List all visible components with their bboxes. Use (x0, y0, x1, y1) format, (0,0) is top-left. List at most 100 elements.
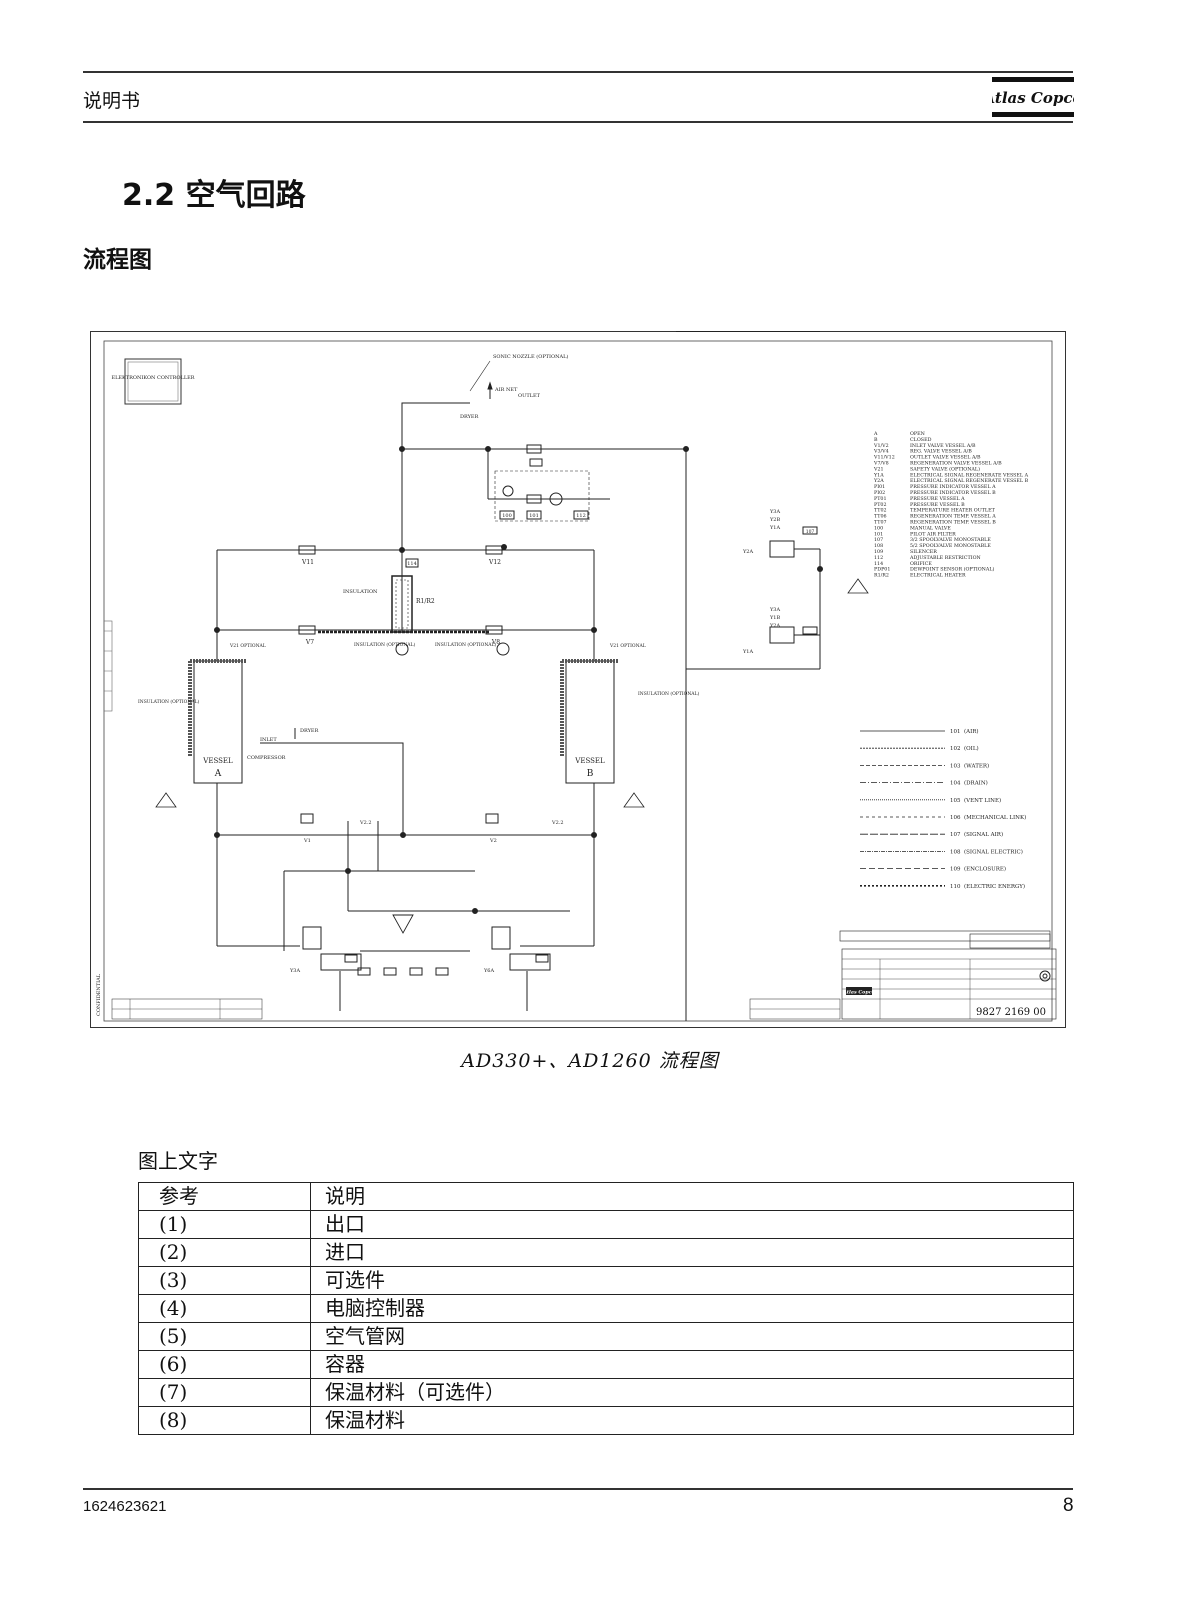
line-type-code: 101 (950, 729, 961, 735)
header-rule-top (83, 71, 1073, 73)
table-row: (2)进口 (138, 1238, 1074, 1267)
svg-text:INSULATION (OPTIONAL): INSULATION (OPTIONAL) (354, 641, 416, 648)
outlet-label: OUTLET (518, 393, 541, 399)
svg-text:100: 100 (502, 513, 512, 519)
legend-code: 109 (874, 549, 883, 555)
line-type-code: 104 (950, 781, 961, 787)
legend-code: V21 (873, 466, 884, 472)
header-doc-label: 说明书 (83, 90, 141, 112)
svg-text:V2.2: V2.2 (551, 820, 564, 826)
legend-description: OUTLET VALVE VESSEL A/B (910, 455, 981, 461)
legend-code: 101 (874, 531, 883, 537)
svg-text:INSULATION (OPTIONAL): INSULATION (OPTIONAL) (138, 698, 200, 705)
legend-description: 5/2 SPOOLVALVE MONOSTABLE (910, 543, 991, 549)
flow-diagram: ELEKTRONIKON CONTROLLER SONIC NOZZLE (OP… (90, 331, 1066, 1028)
table-header-ref: 参考 (138, 1182, 311, 1211)
svg-text:112: 112 (576, 513, 586, 519)
table-cell-ref: (4) (138, 1294, 311, 1323)
svg-text:114: 114 (407, 561, 417, 567)
legend-description: TEMPERATURE HEATER OUTLET (910, 508, 996, 514)
legend-description: PRESSURE INDICATOR VESSEL B (910, 490, 996, 496)
svg-text:Y2A: Y2A (769, 623, 780, 629)
legend-code: 114 (874, 561, 883, 567)
svg-text:VESSEL: VESSEL (202, 757, 233, 765)
svg-text:V2: V2 (489, 838, 497, 844)
figure-caption: AD330+、AD1260 流程图 (461, 1050, 719, 1072)
table-cell-desc: 保温材料（可选件） (310, 1378, 1074, 1407)
line-type-legend: 101(AIR)102(OIL)103(WATER)104(DRAIN)105(… (860, 728, 1026, 890)
controller-label: ELEKTRONIKON CONTROLLER (111, 375, 194, 381)
confidential-label: CONFIDENTIAL (96, 973, 102, 1016)
legend-description: SILENCER (910, 549, 937, 555)
svg-text:V1: V1 (303, 838, 311, 844)
table-cell-desc: 可选件 (310, 1266, 1074, 1295)
dryer-label-top: DRYER (460, 414, 479, 420)
legend-code: TT07 (874, 520, 887, 526)
legend-code: TT02 (874, 508, 887, 514)
svg-text:V2.2: V2.2 (359, 820, 372, 826)
line-type-code: 103 (950, 763, 961, 769)
svg-text:R1/R2: R1/R2 (416, 598, 435, 605)
footer-doc-number: 1624623621 (83, 1498, 167, 1515)
table-cell-desc: 进口 (310, 1238, 1074, 1267)
legend-code: Y1A (873, 472, 884, 478)
legend-code: Y2A (873, 478, 884, 484)
legend-description: MANUAL VALVE (910, 525, 951, 531)
legend-code: PI02 (874, 490, 885, 496)
svg-text:Y2A: Y2A (742, 549, 753, 555)
legend-code: 100 (874, 525, 883, 531)
air-net-label: AIR NET (494, 387, 518, 393)
line-type-label: (MECHANICAL LINK) (964, 814, 1026, 821)
table-row: (4)电脑控制器 (138, 1294, 1074, 1323)
legend-description: SAFETY VALVE (OPTIONAL) (910, 465, 980, 472)
svg-text:VESSEL: VESSEL (574, 757, 605, 765)
table-row: (7)保温材料（可选件） (138, 1378, 1074, 1407)
table-cell-desc: 出口 (310, 1210, 1074, 1239)
legend-code: V1/V2 (873, 443, 889, 449)
header-rule-bottom (83, 121, 1073, 123)
legend-code: TT06 (874, 514, 887, 520)
line-type-label: (SIGNAL ELECTRIC) (964, 848, 1023, 855)
svg-text:V21 OPTIONAL: V21 OPTIONAL (229, 643, 266, 649)
legend-code: V11/V12 (873, 455, 895, 461)
table-cell-desc: 容器 (310, 1350, 1074, 1379)
line-type-label: (DRAIN) (964, 780, 988, 787)
legend-code: PT01 (874, 496, 887, 502)
table-cell-ref: (5) (138, 1322, 311, 1351)
svg-text:101: 101 (529, 513, 539, 519)
table-cell-ref: (6) (138, 1350, 311, 1379)
svg-text:9827 2169 00: 9827 2169 00 (976, 1007, 1046, 1018)
svg-text:Y3A: Y3A (289, 968, 300, 974)
legend-description: REGENERATION VALVE VESSEL A/B (910, 461, 1002, 467)
legend-description: PILOT AIR FILTER (910, 531, 956, 537)
svg-text:A: A (214, 769, 222, 779)
line-type-code: 107 (950, 832, 961, 838)
table-cell-ref: (1) (138, 1210, 311, 1239)
footer-page-number: 8 (1063, 1495, 1074, 1516)
svg-text:Y3A: Y3A (769, 509, 780, 515)
legend-description: PRESSURE INDICATOR VESSEL A (910, 484, 996, 490)
legend-code: 112 (874, 555, 883, 561)
table-header-row: 参考 说明 (138, 1182, 1074, 1211)
legend-description: INLET VALVE VESSEL A/B (910, 443, 976, 449)
svg-text:107: 107 (806, 529, 815, 535)
svg-text:INSULATION (OPTIONAL): INSULATION (OPTIONAL) (638, 690, 700, 697)
legend-description: ELECTRICAL SIGNAL REGENERATE VESSEL A (910, 472, 1029, 478)
svg-text:V12: V12 (488, 559, 501, 566)
svg-text:COMPRESSOR: COMPRESSOR (247, 755, 286, 761)
legend-code: A (873, 431, 878, 437)
line-type-code: 106 (950, 815, 961, 821)
svg-text:Y1A: Y1A (769, 525, 780, 531)
svg-text:Y1A: Y1A (742, 649, 753, 655)
svg-text:Y6A: Y6A (483, 968, 494, 974)
table-row: (8)保温材料 (138, 1406, 1074, 1435)
legend-description: REG. VALVE VESSEL A/B (910, 449, 972, 455)
line-type-label: (VENT LINE) (964, 797, 1001, 804)
line-type-code: 105 (950, 798, 961, 804)
svg-text:INSULATION (OPTIONAL): INSULATION (OPTIONAL) (435, 641, 497, 648)
legend-code: PT02 (874, 502, 887, 508)
line-type-code: 108 (950, 849, 961, 855)
line-type-code: 109 (950, 867, 961, 873)
legend-code: V7/V8 (873, 461, 889, 467)
